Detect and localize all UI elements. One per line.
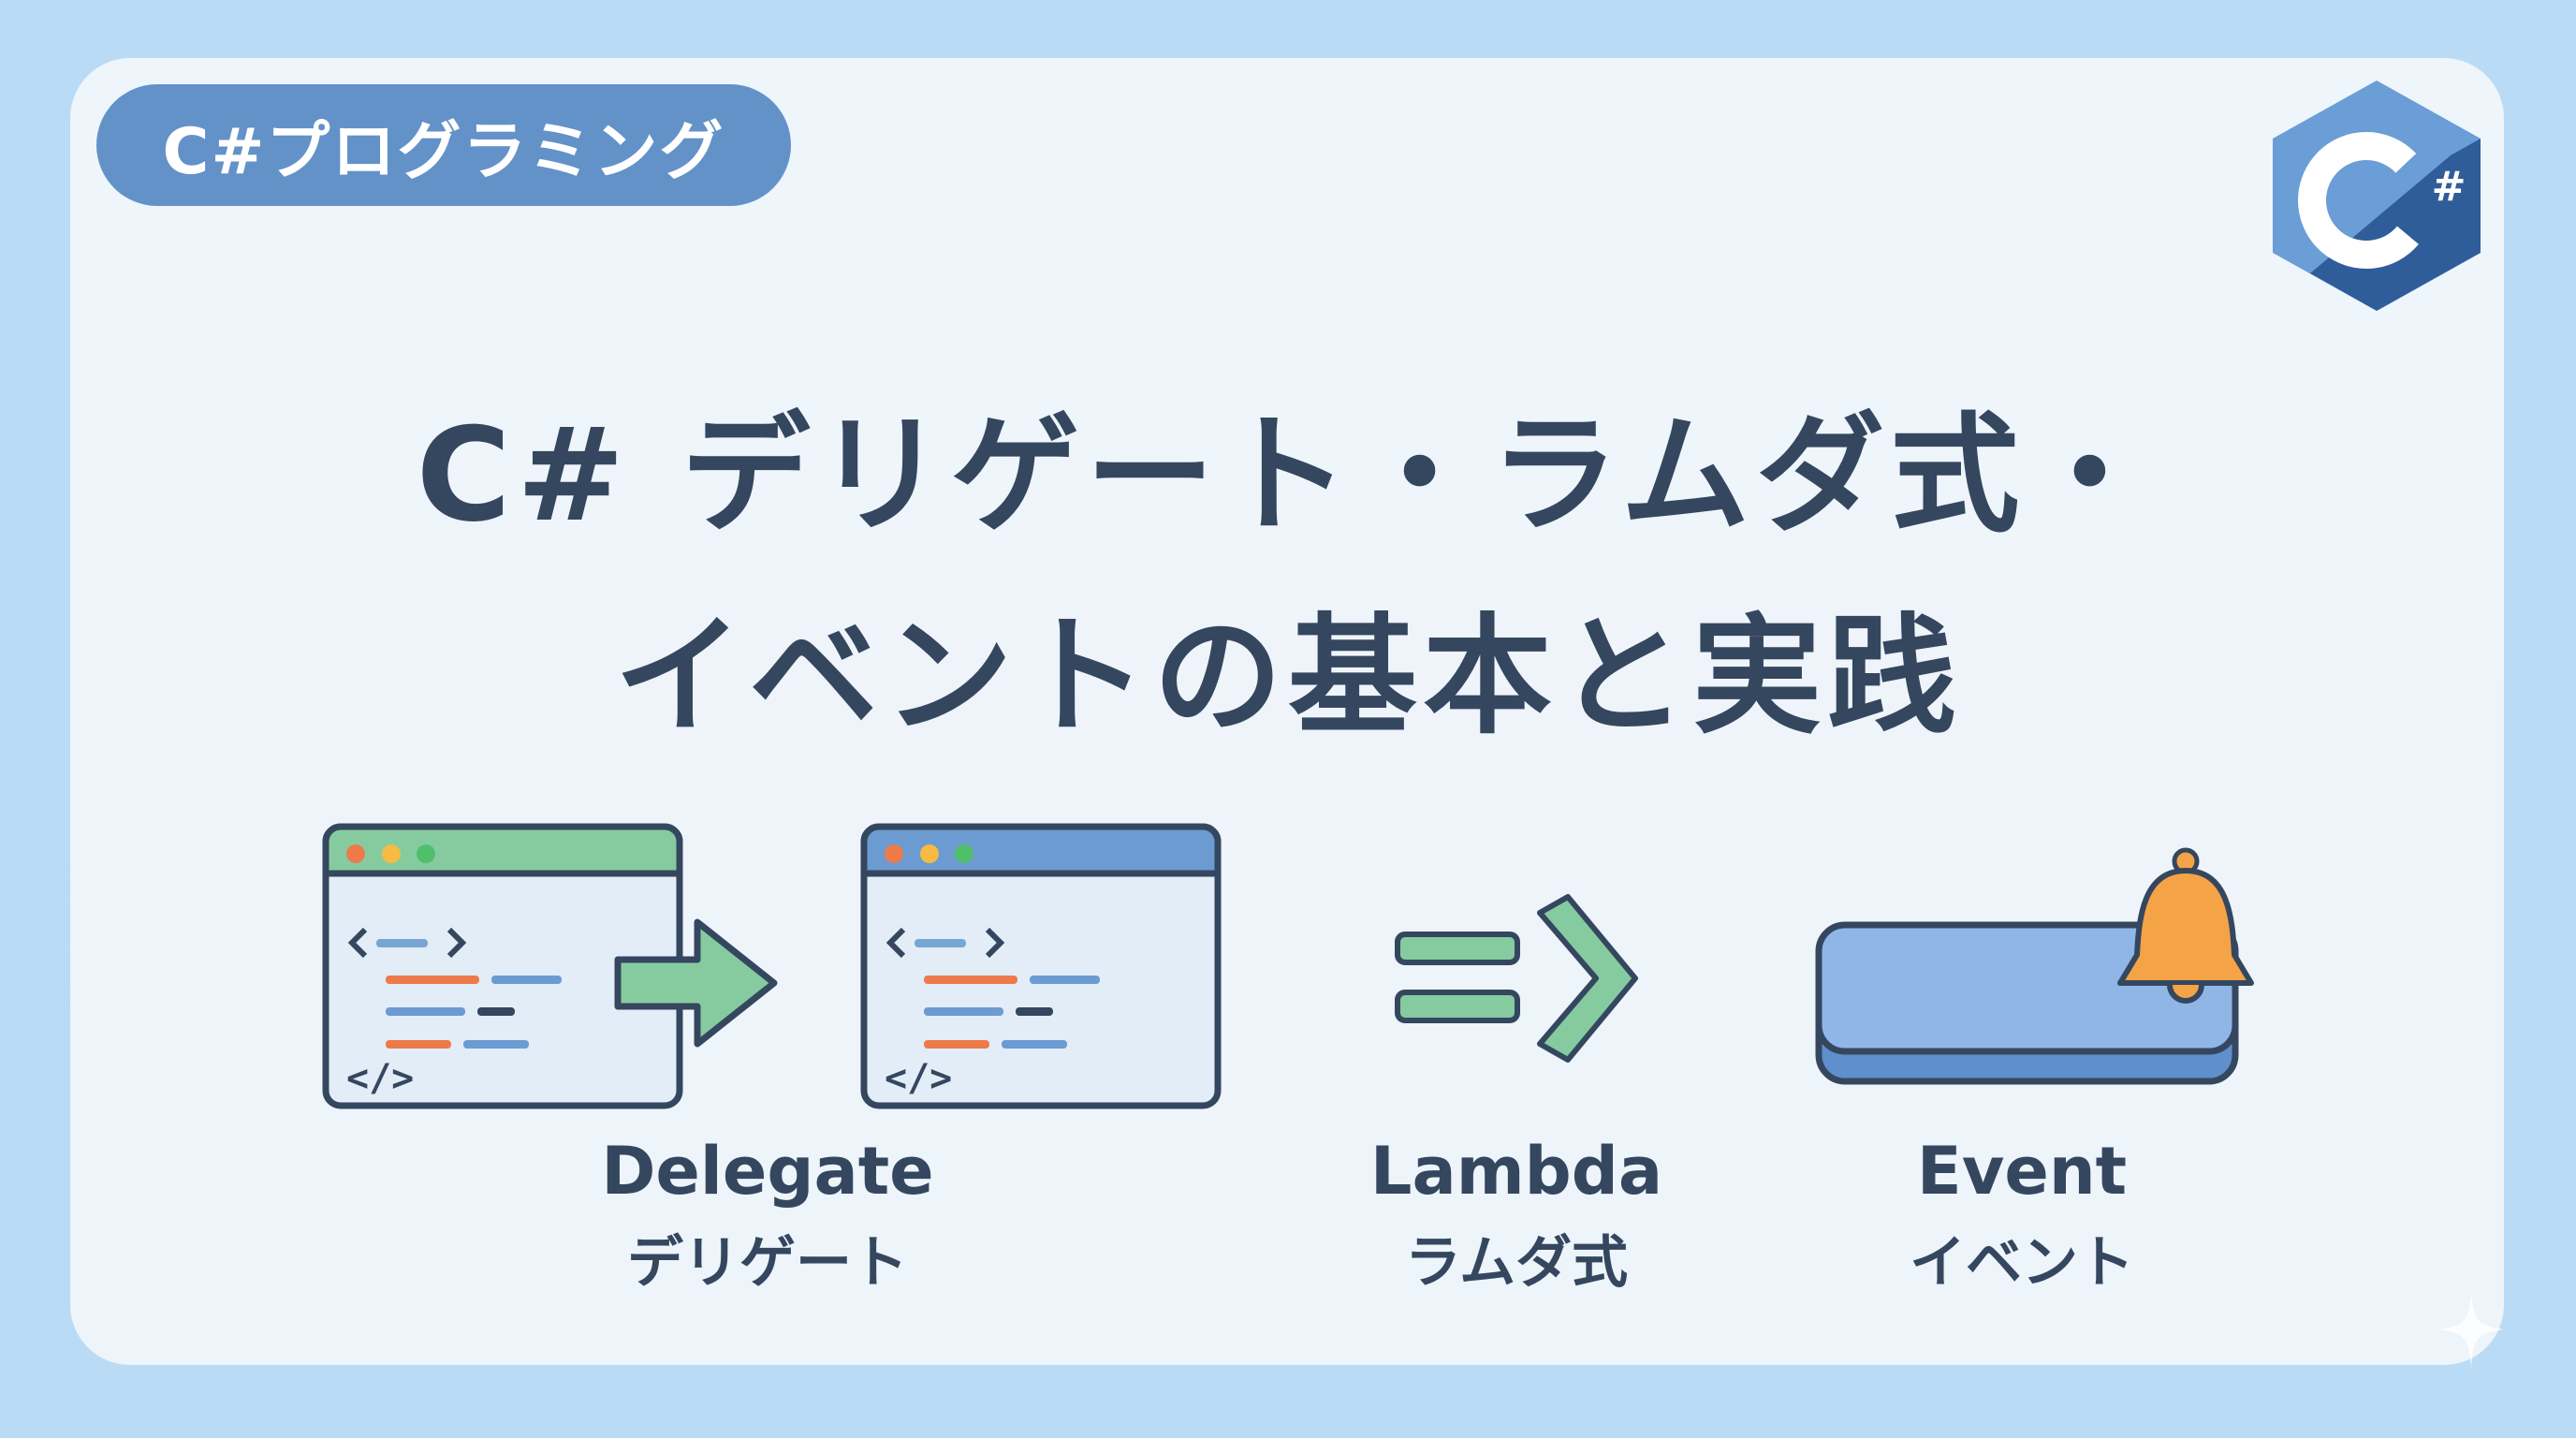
- delegate-label-en: Delegate: [601, 1133, 934, 1210]
- bell-notification-icon: [1815, 847, 2254, 1085]
- delegate-label-jp: デリゲート: [627, 1230, 908, 1296]
- svg-text:#: #: [2432, 163, 2466, 211]
- title-line-1: C# デリゲート・ラムダ式・: [416, 400, 2160, 550]
- title-line-2: イベントの基本と実践: [613, 601, 1962, 752]
- lambda-label-jp: ラムダ式: [1404, 1230, 1629, 1296]
- event-label-en: Event: [1916, 1133, 2128, 1210]
- lambda-arrow-icon: [1395, 894, 1638, 1063]
- csharp-logo-icon: #: [2273, 81, 2481, 311]
- category-badge: C#プログラミング: [96, 84, 791, 206]
- event-label-jp: イベント: [1910, 1230, 2134, 1296]
- lambda-label-en: Lambda: [1369, 1133, 1663, 1210]
- sparkle-icon: [2438, 1292, 2504, 1367]
- source-window: </>: [322, 823, 683, 1109]
- thumbnail-card: [70, 58, 2504, 1365]
- category-badge-label: C#プログラミング: [162, 114, 725, 189]
- svg-text:</>: </>: [346, 1057, 414, 1100]
- code-window-transfer-icon: </> </>: [322, 823, 1222, 1109]
- svg-text:</>: </>: [885, 1057, 952, 1100]
